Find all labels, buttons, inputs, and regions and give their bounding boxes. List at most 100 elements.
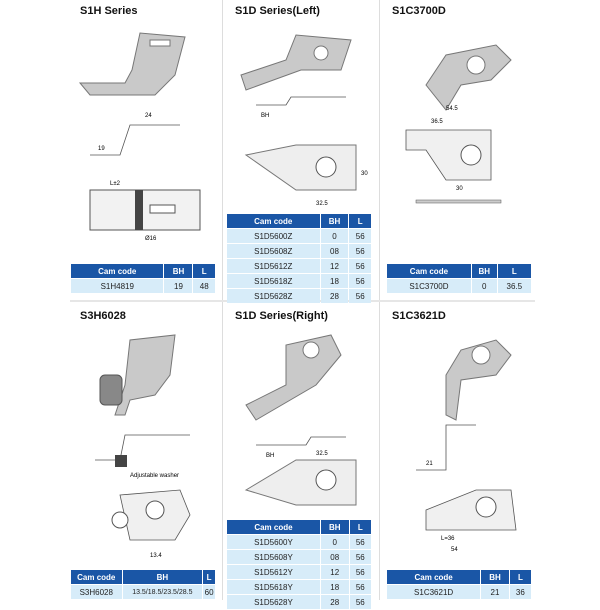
table-cell: S1D5600Z — [227, 229, 320, 243]
table-cell: S1D5628Z — [227, 289, 320, 303]
column-header: Cam code — [227, 214, 320, 228]
s1d-left-drawing: BH 32.5 30 — [240, 34, 368, 207]
table-cell: 56 — [349, 229, 371, 243]
table-cell: S1D5612Y — [227, 565, 320, 579]
column-header: L — [193, 264, 215, 278]
svg-text:32.5: 32.5 — [316, 451, 328, 457]
table-cell: 56 — [349, 550, 371, 564]
panel-title: S1C3700D — [392, 5, 446, 17]
table-cell: 08 — [320, 550, 349, 564]
panel-title: S1C3621D — [392, 310, 446, 322]
svg-text:BH: BH — [266, 453, 274, 459]
column-header: L — [349, 214, 371, 228]
svg-text:30: 30 — [456, 186, 463, 192]
column-header: Cam code — [387, 264, 471, 278]
svg-text:L±2: L±2 — [110, 181, 121, 187]
table-cell: 13.5/18.5/23.5/28.5 — [122, 585, 203, 599]
table-cell: 28 — [320, 595, 349, 609]
table-cell: 0 — [320, 229, 349, 243]
table-cell: S1D5600Y — [227, 535, 320, 549]
s3h6028-drawing: Adjustable washer 13.4 — [95, 334, 191, 559]
svg-text:BH: BH — [261, 113, 269, 119]
table-cell: 60 — [203, 585, 215, 599]
svg-text:30: 30 — [361, 171, 368, 177]
svg-text:36.5: 36.5 — [431, 119, 443, 125]
panel-title: S1D Series(Left) — [235, 5, 320, 17]
table-cell: 28 — [320, 289, 349, 303]
s1c3700d-drawing: 54.5 36.5 30 — [405, 44, 512, 204]
column-header: Cam code — [71, 570, 122, 584]
column-header: L — [349, 520, 371, 534]
panel-title: S1H Series — [80, 5, 138, 17]
table-cell: S1D5608Z — [227, 244, 320, 258]
table-cell: S1D5608Y — [227, 550, 320, 564]
table-cell: S1H4819 — [71, 279, 164, 293]
column-header: L — [497, 264, 531, 278]
adjustable-washer-note: Adjustable washer — [130, 473, 179, 479]
column-header: BH — [164, 264, 193, 278]
panel-title: S1D Series(Right) — [235, 310, 328, 322]
column-header: BH — [320, 520, 349, 534]
column-header: Cam code — [387, 570, 481, 584]
s1d-right-drawing: BH 32.5 — [244, 334, 357, 506]
table-cell: 56 — [349, 259, 371, 273]
table-cell: S1D5612Z — [227, 259, 320, 273]
column-header: BH — [481, 570, 509, 584]
table-cell: 21 — [481, 585, 509, 599]
svg-text:19: 19 — [98, 146, 105, 152]
svg-text:32.5: 32.5 — [316, 201, 328, 207]
column-header: L — [509, 570, 531, 584]
table-cell: S1D5618Z — [227, 274, 320, 288]
table-cell: S1C3621D — [387, 585, 481, 599]
svg-text:54.5: 54.5 — [446, 106, 458, 112]
column-header: BH — [471, 264, 497, 278]
svg-text:24: 24 — [145, 113, 152, 119]
table-cell: 18 — [320, 274, 349, 288]
table-cell: 12 — [320, 565, 349, 579]
column-header: BH — [122, 570, 203, 584]
table-cell: S1C3700D — [387, 279, 471, 293]
table-cell: 0 — [320, 535, 349, 549]
table-cell: 12 — [320, 259, 349, 273]
table-cell: 19 — [164, 279, 193, 293]
table-cell: 18 — [320, 580, 349, 594]
table-cell: 0 — [471, 279, 497, 293]
column-header: Cam code — [227, 520, 320, 534]
table-cell: 56 — [349, 595, 371, 609]
table-cell: 56 — [349, 580, 371, 594]
svg-text:21: 21 — [426, 461, 433, 467]
svg-text:13.4: 13.4 — [150, 553, 162, 559]
table-cell: S1D5628Y — [227, 595, 320, 609]
table-cell: S3H6028 — [71, 585, 122, 599]
table-cell: 08 — [320, 244, 349, 258]
table-cell: 56 — [349, 535, 371, 549]
panel-title: S3H6028 — [80, 310, 126, 322]
table-cell: 56 — [349, 289, 371, 303]
column-header: Cam code — [71, 264, 164, 278]
